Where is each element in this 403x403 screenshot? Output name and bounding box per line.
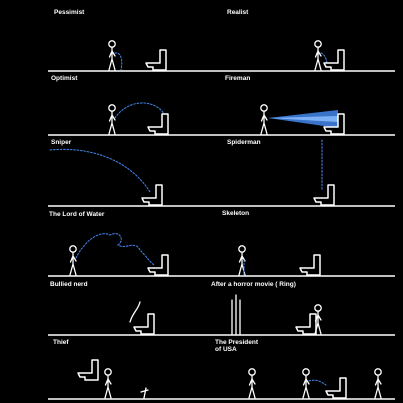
panel-label-sniper: Sniper xyxy=(51,139,72,146)
panel-label-realist: Realist xyxy=(227,9,249,16)
spiderman-scene xyxy=(313,139,335,206)
panel-label-thief: Thief xyxy=(53,339,69,346)
panel-label-pessimist: Pessimist xyxy=(54,9,85,16)
panel-label-president: The President of USA xyxy=(215,339,258,353)
bullied-nerd-scene xyxy=(129,301,155,335)
panel-label-fireman: Fireman xyxy=(225,75,251,82)
ground-lines xyxy=(48,70,395,400)
thief-scene xyxy=(77,359,149,399)
horror-scene xyxy=(231,294,322,335)
skeleton-scene xyxy=(238,245,321,276)
president-scene xyxy=(248,368,382,399)
sniper-scene xyxy=(49,148,163,206)
panel-label-skeleton: Skeleton xyxy=(222,210,250,217)
fireman-scene xyxy=(260,104,345,135)
lord-of-water-scene xyxy=(69,233,169,276)
pessimist-scene xyxy=(108,40,167,71)
panel-label-horror-movie: After a horror movie ( Ring) xyxy=(211,281,296,288)
panel-label-spiderman: Spiderman xyxy=(227,139,261,146)
realist-scene xyxy=(314,40,345,71)
panel-label-optimist: Optimist xyxy=(51,75,78,82)
optimist-scene xyxy=(108,102,169,135)
panel-label-bullied-nerd: Bullied nerd xyxy=(50,281,88,288)
panel-label-lord-of-water: The Lord of Water xyxy=(49,211,105,218)
